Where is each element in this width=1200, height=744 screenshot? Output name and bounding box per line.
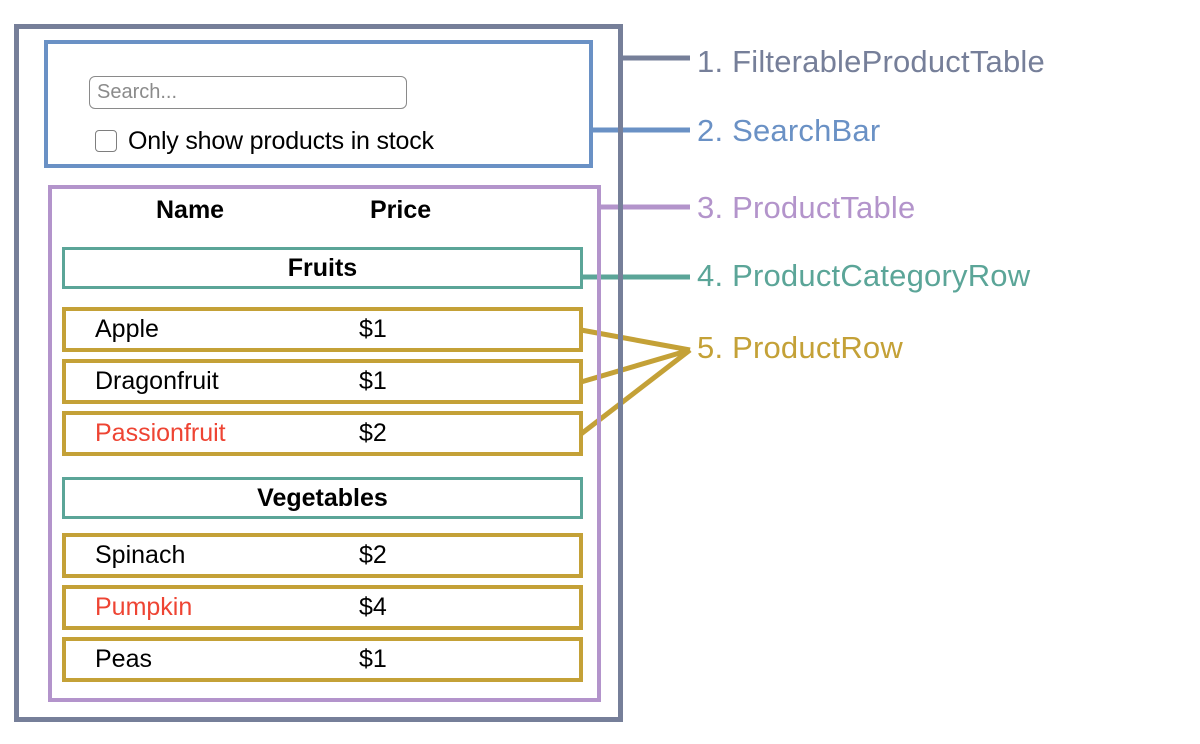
annotation-number: 2. [697,113,724,148]
annotation-number: 4. [697,258,724,293]
product-row[interactable]: Passionfruit $2 [62,411,583,456]
product-category-row: Vegetables [62,477,583,519]
product-price: $2 [359,419,387,447]
product-row[interactable]: Spinach $2 [62,533,583,578]
product-row[interactable]: Peas $1 [62,637,583,682]
annotation-label-4: 4. ProductCategoryRow [697,258,1030,294]
product-name: Apple [95,315,159,343]
product-name: Dragonfruit [95,367,219,395]
annotation-label-3: 3. ProductTable [697,190,915,226]
annotation-label-5: 5. ProductRow [697,330,903,366]
product-price: $2 [359,541,387,569]
product-name: Spinach [95,541,186,569]
product-price: $1 [359,315,387,343]
annotation-text: SearchBar [732,113,881,148]
annotation-number: 3. [697,190,724,225]
product-price: $1 [359,645,387,673]
annotation-text: ProductTable [732,190,916,225]
product-row[interactable]: Apple $1 [62,307,583,352]
column-header-price: Price [370,196,432,224]
product-name: Passionfruit [95,419,226,447]
product-name: Peas [95,645,152,673]
annotation-text: ProductCategoryRow [732,258,1031,293]
product-category-label: Fruits [287,253,358,282]
annotation-number: 5. [697,330,724,365]
product-name: Pumpkin [95,593,193,621]
annotation-label-1: 1. FilterableProductTable [697,44,1045,80]
product-table-boundary [48,185,601,702]
product-category-label: Vegetables [257,483,388,512]
filterable-product-table-boundary [14,24,623,722]
in-stock-filter[interactable]: Only show products in stock [95,126,434,156]
annotation-label-2: 2. SearchBar [697,113,880,149]
in-stock-checkbox-label: Only show products in stock [128,126,434,155]
annotation-number: 1. [697,44,724,79]
product-category-row: Fruits [62,247,583,289]
product-price: $1 [359,367,387,395]
column-header-name: Name [156,196,225,224]
product-price: $4 [359,593,387,621]
product-row[interactable]: Pumpkin $4 [62,585,583,630]
in-stock-checkbox[interactable] [95,130,117,152]
annotation-text: FilterableProductTable [732,44,1045,79]
product-row[interactable]: Dragonfruit $1 [62,359,583,404]
search-bar-boundary [44,40,593,168]
search-input[interactable] [89,76,407,109]
product-table-header: Name Price [70,196,580,238]
annotation-text: ProductRow [732,330,903,365]
